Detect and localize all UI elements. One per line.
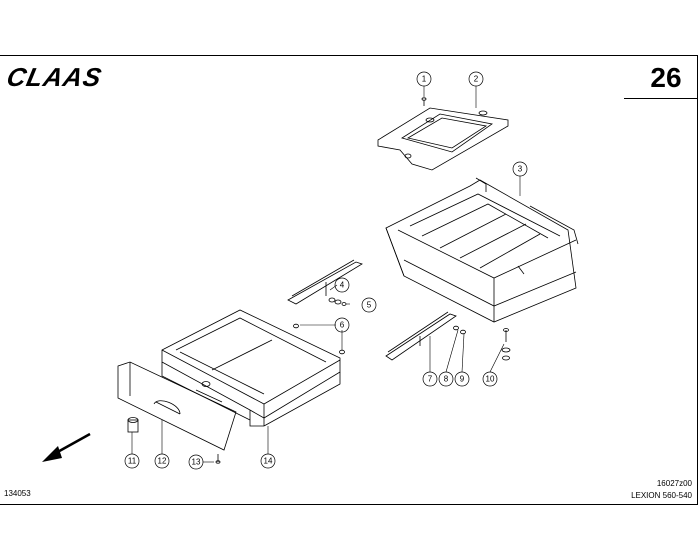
callout-9: 9 — [454, 371, 470, 387]
callout-1: 1 — [416, 71, 432, 87]
part-nut-5 — [328, 297, 347, 306]
model-name: LEXION 560-540 — [631, 491, 692, 500]
svg-text:CLAAS: CLAAS — [8, 64, 105, 90]
callout-leaders — [131, 86, 521, 463]
svg-text:14: 14 — [264, 457, 273, 466]
drawing-frame — [0, 55, 698, 505]
svg-text:1: 1 — [422, 75, 427, 84]
callout-11: 11 — [124, 453, 140, 469]
callout-10: 10 — [482, 371, 498, 387]
callout-5: 5 — [361, 297, 377, 313]
callout-2: 2 — [468, 71, 484, 87]
part-lock-11 — [127, 417, 139, 433]
part-screw-13 — [215, 454, 221, 464]
callout-13: 13 — [188, 454, 204, 470]
svg-text:6: 6 — [340, 321, 345, 330]
svg-text:13: 13 — [192, 458, 201, 467]
callout-circles: 1 2 3 4 5 6 7 8 9 10 11 12 13 14 — [124, 71, 528, 470]
part-rail-lower — [385, 311, 457, 361]
drawing-number: 134053 — [4, 489, 31, 498]
page-number: 26 — [650, 62, 682, 93]
svg-text:3: 3 — [518, 165, 523, 174]
callout-6: 6 — [334, 317, 350, 333]
part-nut-8-9 — [453, 325, 466, 335]
direction-arrow-icon — [42, 432, 91, 462]
svg-text:10: 10 — [486, 375, 495, 384]
claas-logo: CLAAS — [8, 64, 105, 90]
part-drawer-front — [117, 361, 237, 451]
svg-text:5: 5 — [367, 301, 372, 310]
svg-text:4: 4 — [340, 281, 345, 290]
svg-text:2: 2 — [474, 75, 479, 84]
part-screw-1 — [421, 97, 427, 106]
svg-text:12: 12 — [158, 457, 167, 466]
callout-14: 14 — [260, 453, 276, 469]
part-rail-upper — [287, 259, 363, 305]
svg-text:8: 8 — [444, 375, 449, 384]
part-bolt-10 — [501, 328, 511, 361]
page-number-rule — [624, 98, 698, 99]
callout-8: 8 — [438, 371, 454, 387]
callout-3: 3 — [512, 161, 528, 177]
part-cover-plate — [377, 107, 509, 171]
svg-text:7: 7 — [428, 375, 433, 384]
part-frame — [385, 177, 579, 323]
svg-text:11: 11 — [128, 457, 137, 466]
part-drawer-box — [161, 309, 341, 427]
callout-12: 12 — [154, 453, 170, 469]
part-nut-6 — [293, 323, 345, 355]
figure-code: 16027z00 — [656, 479, 692, 488]
svg-text:9: 9 — [460, 375, 465, 384]
callout-7: 7 — [422, 371, 438, 387]
callout-4: 4 — [334, 277, 350, 293]
